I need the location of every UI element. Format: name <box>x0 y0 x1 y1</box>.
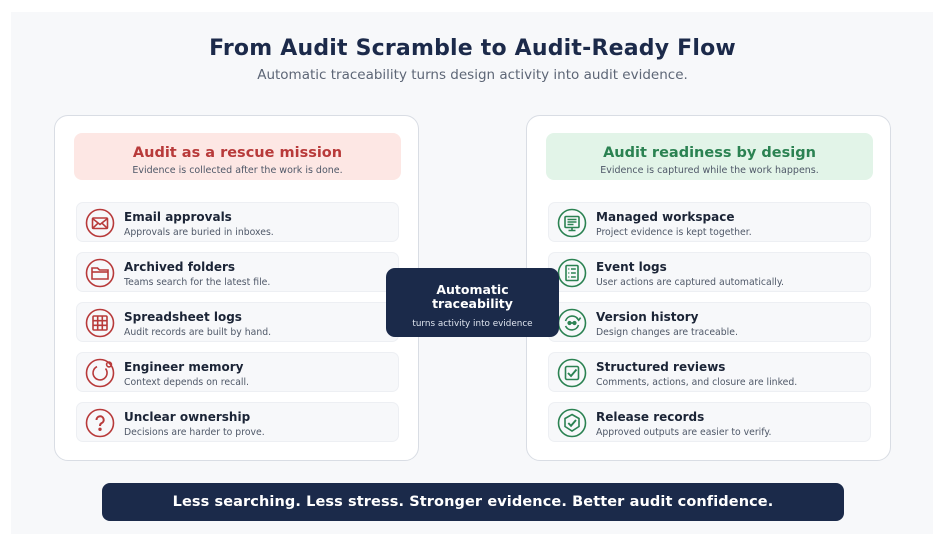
item-title: Engineer memory <box>124 360 244 374</box>
readiness-header: Audit readiness by design Evidence is ca… <box>546 133 873 180</box>
event-logs-card: Event logs User actions are captured aut… <box>548 252 871 292</box>
spreadsheet-logs-card: Spreadsheet logs Audit records are built… <box>76 302 399 342</box>
readiness-title: Audit readiness by design <box>603 145 816 161</box>
item-description: User actions are captured automatically. <box>596 277 785 288</box>
item-title: Event logs <box>596 260 667 274</box>
item-description: Comments, actions, and closure are linke… <box>596 377 798 388</box>
rescue-mission-subtitle: Evidence is collected after the work is … <box>132 165 343 176</box>
item-description: Approvals are buried in inboxes. <box>124 227 274 238</box>
item-title: Managed workspace <box>596 210 735 224</box>
readiness-panel: Audit readiness by design Evidence is ca… <box>526 115 891 461</box>
workspace-icon <box>557 208 587 238</box>
automatic-traceability-hub: Automatic traceability turns activity in… <box>386 268 559 337</box>
engineer-memory-card: Engineer memory Context depends on recal… <box>76 352 399 392</box>
item-title: Spreadsheet logs <box>124 310 242 324</box>
rescue-mission-title: Audit as a rescue mission <box>132 145 343 161</box>
item-title: Version history <box>596 310 699 324</box>
memory-icon <box>85 358 115 388</box>
release-badge-icon <box>557 408 587 438</box>
envelope-icon <box>85 208 115 238</box>
item-description: Context depends on recall. <box>124 377 250 388</box>
item-description: Design changes are traceable. <box>596 327 738 338</box>
release-records-card: Release records Approved outputs are eas… <box>548 402 871 442</box>
event-log-icon <box>557 258 587 288</box>
item-title: Email approvals <box>124 210 232 224</box>
spreadsheet-icon <box>85 308 115 338</box>
structured-reviews-card: Structured reviews Comments, actions, an… <box>548 352 871 392</box>
item-title: Release records <box>596 410 705 424</box>
page-title: From Audit Scramble to Audit-Ready Flow <box>209 36 736 61</box>
managed-workspace-card: Managed workspace Project evidence is ke… <box>548 202 871 242</box>
item-description: Approved outputs are easier to verify. <box>596 427 772 438</box>
email-approvals-card: Email approvals Approvals are buried in … <box>76 202 399 242</box>
item-title: Archived folders <box>124 260 236 274</box>
item-description: Audit records are built by hand. <box>124 327 272 338</box>
item-description: Decisions are harder to prove. <box>124 427 265 438</box>
folder-icon <box>85 258 115 288</box>
rescue-mission-panel: Audit as a rescue mission Evidence is co… <box>54 115 419 461</box>
rescue-mission-header: Audit as a rescue mission Evidence is co… <box>74 133 401 180</box>
question-icon <box>85 408 115 438</box>
unclear-ownership-card: Unclear ownership Decisions are harder t… <box>76 402 399 442</box>
item-description: Teams search for the latest file. <box>124 277 271 288</box>
checkbox-icon <box>557 358 587 388</box>
version-history-card: Version history Design changes are trace… <box>548 302 871 342</box>
archived-folders-card: Archived folders Teams search for the la… <box>76 252 399 292</box>
version-history-icon <box>557 308 587 338</box>
hub-title-line-1: Automatic <box>436 282 509 297</box>
item-title: Structured reviews <box>596 360 726 374</box>
readiness-subtitle: Evidence is captured while the work happ… <box>600 165 819 176</box>
item-title: Unclear ownership <box>124 410 251 424</box>
item-description: Project evidence is kept together. <box>596 227 752 238</box>
hub-title-line-2: traceability <box>432 296 513 311</box>
page-subtitle: Automatic traceability turns design acti… <box>257 67 688 83</box>
hub-caption: turns activity into evidence <box>412 319 533 329</box>
summary-banner: Less searching. Less stress. Stronger ev… <box>102 483 844 521</box>
